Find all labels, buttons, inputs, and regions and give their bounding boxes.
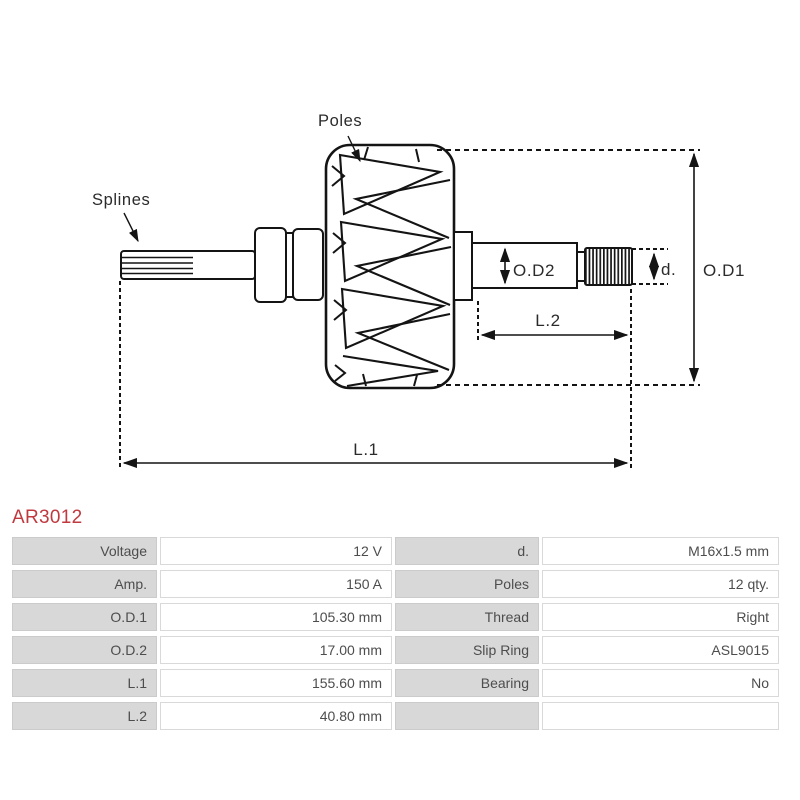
spec-value: 105.30 mm [160,603,392,631]
rotor-technical-drawing: O.D1 d. O.D2 L.2 L.1 [92,112,745,469]
spec-value: 40.80 mm [160,702,392,730]
od2-label: O.D2 [513,261,555,280]
spec-value: 150 A [160,570,392,598]
dimension-od2: O.D2 [499,247,555,285]
dimension-l1: L.1 [119,281,632,469]
spec-value: 155.60 mm [160,669,392,697]
spec-value: M16x1.5 mm [542,537,779,565]
spec-label: d. [395,537,539,565]
splines-label: Splines [92,191,150,209]
spec-table: Voltage 12 V d. M16x1.5 mm Amp. 150 A Po… [12,537,779,730]
spec-label: Voltage [12,537,157,565]
spec-value: Right [542,603,779,631]
callout-splines: Splines [92,191,150,243]
dimension-od1: O.D1 [437,149,745,386]
spec-value: 12 qty. [542,570,779,598]
spec-label: O.D.1 [12,603,157,631]
spec-value: 17.00 mm [160,636,392,664]
spec-label: Amp. [12,570,157,598]
part-number: AR3012 [12,507,83,528]
spec-label: L.2 [12,702,157,730]
callout-poles: Poles [318,112,362,163]
rotor-shaft-splined [120,250,256,280]
spec-label: Thread [395,603,539,631]
od1-label: O.D1 [703,261,745,280]
spec-value [542,702,779,730]
spec-label: L.1 [12,669,157,697]
poles-label: Poles [318,112,362,130]
rotor-shaft-right [453,231,633,301]
rotor-pole-body [324,143,456,390]
spec-label: Slip Ring [395,636,539,664]
spec-value: ASL9015 [542,636,779,664]
spec-value: No [542,669,779,697]
spec-label: Bearing [395,669,539,697]
dimension-d: d. [632,248,676,285]
l1-label: L.1 [353,440,378,459]
spec-label: O.D.2 [12,636,157,664]
rotor-collars [254,227,324,303]
spec-value: 12 V [160,537,392,565]
spec-label: Poles [395,570,539,598]
dimension-l2: L.2 [477,301,629,341]
d-label: d. [661,260,676,279]
l2-label: L.2 [535,311,560,330]
spec-label [395,702,539,730]
